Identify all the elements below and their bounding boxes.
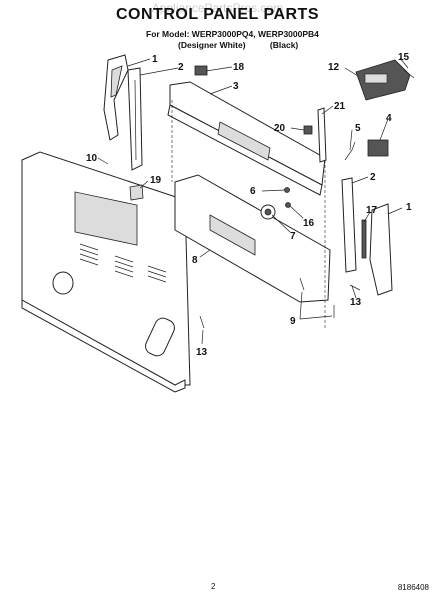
leader-lines bbox=[97, 57, 409, 345]
part-6 bbox=[284, 187, 290, 193]
part-rear-panel bbox=[21, 151, 191, 393]
callout-13-right: 13 bbox=[350, 297, 362, 308]
callout-19: 19 bbox=[150, 175, 162, 186]
callout-7: 7 bbox=[290, 231, 296, 242]
part-knob-7-hub bbox=[264, 208, 272, 216]
part-17 bbox=[361, 219, 367, 259]
model-line: For Model: WERP3000PQ4, WERP3000PB4 bbox=[146, 29, 319, 39]
document-number: 8186408 bbox=[397, 583, 429, 592]
part-16 bbox=[285, 202, 291, 208]
variant-white: (Designer White) bbox=[178, 40, 246, 50]
vent-slots-left bbox=[79, 243, 99, 266]
callout-8: 8 bbox=[192, 255, 198, 266]
part-clip bbox=[194, 65, 208, 76]
page-title: CONTROL PANEL PARTS bbox=[116, 6, 319, 23]
part-screw-15 bbox=[403, 69, 415, 79]
callout-21: 21 bbox=[334, 101, 346, 112]
round-hole bbox=[52, 271, 74, 295]
part-screw-13-right bbox=[349, 284, 361, 291]
callout-2-right: 2 bbox=[370, 172, 376, 183]
callout-9: 9 bbox=[290, 316, 296, 327]
callout-12: 12 bbox=[328, 62, 340, 73]
callout-6: 6 bbox=[250, 186, 256, 197]
variant-black: (Black) bbox=[269, 40, 299, 50]
part-side-trim-right bbox=[369, 203, 393, 296]
part-relay-4 bbox=[367, 139, 389, 157]
part-end-cap-left bbox=[127, 67, 143, 171]
part-clock-module bbox=[355, 59, 411, 101]
vent-slots-mid bbox=[114, 255, 134, 278]
oval-hole bbox=[145, 317, 175, 357]
part-end-cap-right bbox=[341, 177, 357, 273]
part-switch-20 bbox=[303, 125, 313, 135]
variant-labels: (Designer White) (Black) bbox=[178, 40, 320, 50]
part-wire-5 bbox=[344, 141, 356, 161]
callout-1-left: 1 bbox=[152, 54, 158, 65]
callout-17: 17 bbox=[366, 205, 378, 216]
part-screw-13-left bbox=[199, 315, 205, 329]
part-control-panel bbox=[167, 81, 326, 196]
callout-13-left: 13 bbox=[196, 347, 208, 358]
watermark: AppliancePartsPros.com bbox=[151, 1, 284, 15]
page-number: 2 bbox=[211, 582, 216, 591]
callout-15: 15 bbox=[398, 52, 410, 63]
part-screw-9a bbox=[299, 277, 305, 291]
part-knob-19 bbox=[129, 184, 144, 201]
callout-16: 16 bbox=[303, 218, 315, 229]
part-manifold-panel bbox=[174, 174, 331, 303]
callout-1-right: 1 bbox=[406, 202, 412, 213]
callout-18: 18 bbox=[233, 62, 245, 73]
part-bracket-21 bbox=[317, 107, 327, 163]
callout-4: 4 bbox=[386, 113, 392, 124]
callout-3: 3 bbox=[233, 81, 239, 92]
callout-20: 20 bbox=[274, 123, 286, 134]
callout-5: 5 bbox=[355, 123, 361, 134]
callout-10: 10 bbox=[86, 153, 98, 164]
callout-2-left: 2 bbox=[178, 62, 184, 73]
part-side-trim-left bbox=[103, 54, 129, 141]
vent-slots-right bbox=[147, 265, 167, 283]
